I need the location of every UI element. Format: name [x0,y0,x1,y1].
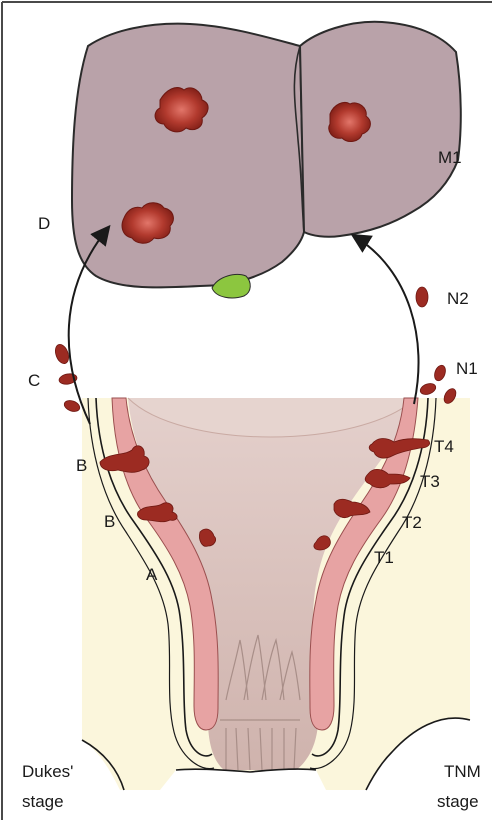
label-dukes-b-lower: B [104,512,115,531]
label-tnm-stage-line1: TNM [444,762,481,781]
liver-left-part [72,24,304,288]
label-dukes-a: A [146,565,158,584]
lymph-node-n1-1 [433,364,448,382]
metastasis-arrow-right [354,236,419,404]
label-tnm-stage-line2: stage [437,792,479,811]
label-dukes-stage-line2: stage [22,792,64,811]
label-t4: T4 [434,437,454,456]
lymph-node-n1-2 [419,382,437,397]
label-dukes-b-upper: B [76,456,87,475]
liver [72,22,461,298]
lymph-node-dukes-c-3 [63,399,81,414]
label-t2: T2 [402,513,422,532]
label-t3: T3 [420,472,440,491]
label-dukes-c: C [28,371,40,390]
label-dukes-d: D [38,214,50,233]
label-m1: M1 [438,148,462,167]
label-t1: T1 [374,548,394,567]
label-n2: N2 [447,289,469,308]
label-dukes-stage-line1: Dukes' [22,762,73,781]
label-n1: N1 [456,359,478,378]
lymph-node-n2 [416,287,428,307]
liver-right-part [300,22,461,237]
lymph-nodes [53,287,458,413]
